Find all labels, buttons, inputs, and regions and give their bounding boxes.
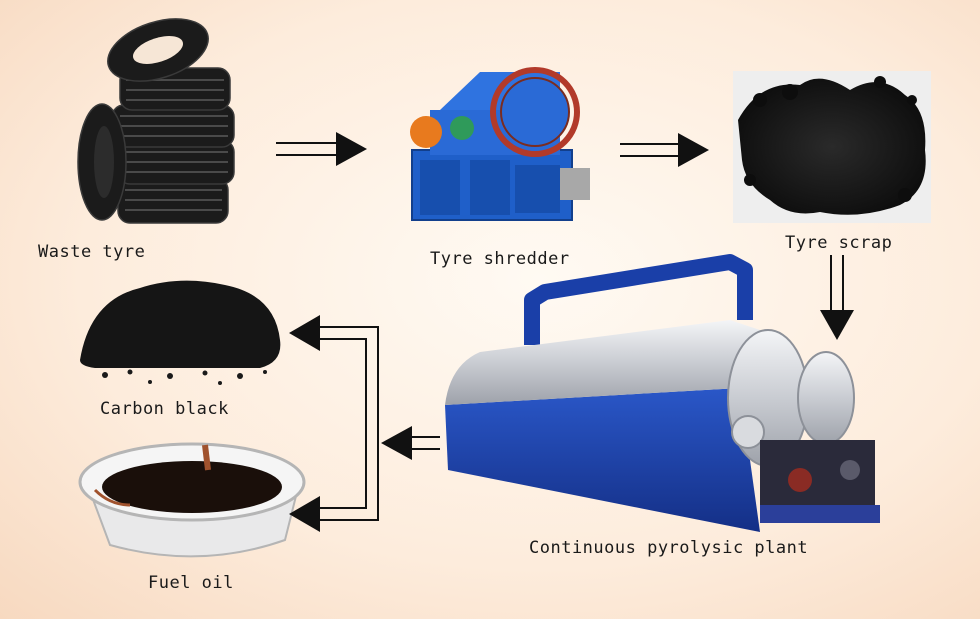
- pyrolysis-plant-label: Continuous pyrolysic plant: [529, 538, 809, 558]
- tyre-shredder-image: [410, 67, 590, 221]
- waste-tyre-image: [77, 18, 235, 224]
- arrow-shredder-to-scrap: [620, 133, 709, 167]
- tyre-scrap-image: [733, 71, 931, 223]
- tyre-scrap-label: Tyre scrap: [785, 233, 893, 253]
- fuel-oil-label: Fuel oil: [148, 573, 234, 593]
- fuel-oil-image: [78, 442, 306, 558]
- waste-tyre-label: Waste tyre: [38, 242, 146, 262]
- pyrolysis-plant-image: [445, 254, 880, 532]
- arrow-scrap-to-plant: [820, 255, 854, 340]
- arrow-tyre-to-shredder: [276, 132, 367, 166]
- carbon-black-label: Carbon black: [100, 399, 229, 419]
- carbon-black-image: [80, 280, 281, 385]
- tyre-shredder-label: Tyre shredder: [430, 249, 570, 269]
- arrow-split-to-carbon-black-and-fuel-oil: [318, 326, 379, 521]
- arrow-plant-to-split: [381, 426, 440, 460]
- arrowheads-outputs: [289, 315, 320, 532]
